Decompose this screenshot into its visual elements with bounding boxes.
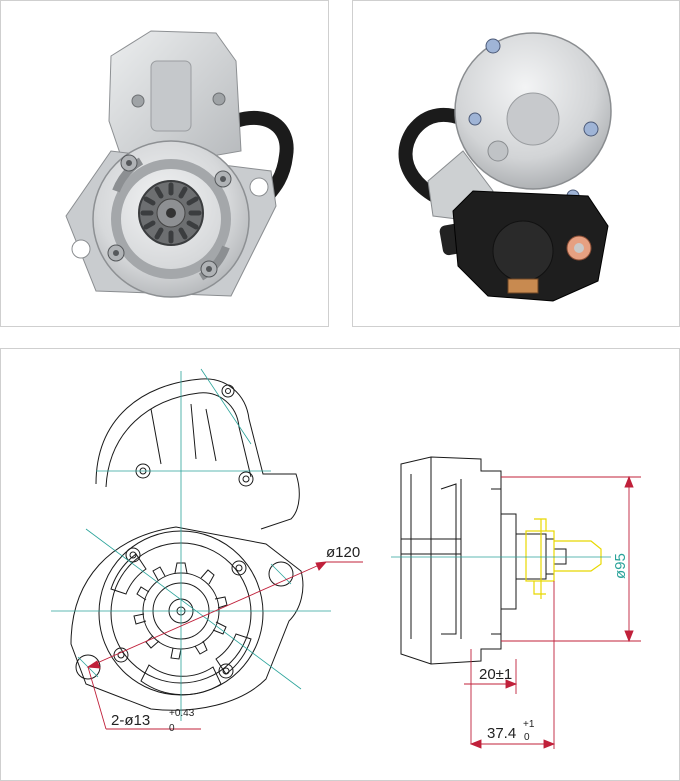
mount-hole bbox=[71, 239, 91, 259]
flange-outline bbox=[70, 526, 304, 711]
mount-hole-upper bbox=[268, 561, 294, 587]
pinion-teeth bbox=[133, 562, 228, 660]
dimension-lines bbox=[86, 475, 641, 749]
photo-front-panel bbox=[0, 0, 329, 327]
side-view-outline bbox=[400, 456, 502, 665]
pinion-highlight bbox=[525, 518, 602, 599]
upper-housing-outline bbox=[95, 378, 300, 530]
flange-diameter-label: ø120 bbox=[326, 544, 360, 561]
mount-hole bbox=[249, 177, 269, 197]
bolt-icon bbox=[131, 94, 145, 108]
starter-front-illustration bbox=[65, 30, 294, 298]
mount-holes-tol-lower: 0 bbox=[169, 723, 175, 734]
pinion-offset-label: 20±1 bbox=[479, 666, 512, 683]
pinion-length-tol-lower: 0 bbox=[524, 732, 530, 743]
bolt-icon bbox=[212, 92, 226, 106]
starter-rear-illustration bbox=[398, 32, 612, 302]
pilot-diameter-label: ø95 bbox=[612, 553, 629, 579]
dimension-drawing: ø120 2-ø13 +0.43 0 ø95 20±1 37.4 +1 0 bbox=[51, 368, 641, 749]
mount-holes-tol-upper: +0.43 bbox=[169, 708, 195, 719]
mount-holes-label: 2-ø13 bbox=[111, 712, 150, 729]
technical-drawing-panel: ø120 2-ø13 +0.43 0 ø95 20±1 37.4 +1 0 bbox=[0, 348, 680, 781]
pinion-length-label: 37.4 bbox=[487, 725, 516, 742]
pinion-length-tol-upper: +1 bbox=[523, 719, 535, 730]
centerlines bbox=[51, 368, 611, 721]
housing-bolts bbox=[107, 154, 232, 278]
photo-rear-panel bbox=[352, 0, 680, 327]
